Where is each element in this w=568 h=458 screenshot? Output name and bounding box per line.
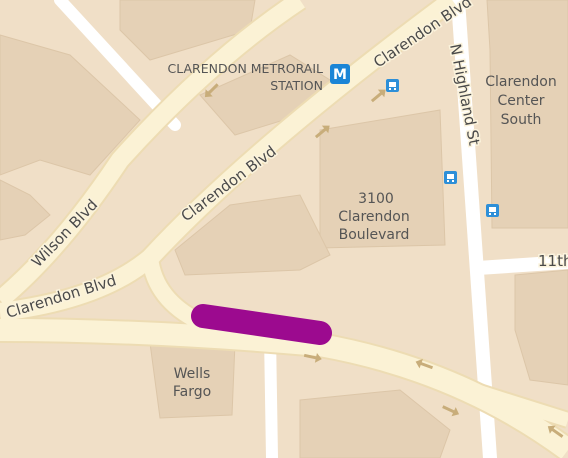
bus-stop-icon[interactable]	[386, 79, 399, 92]
building	[319, 109, 446, 249]
building	[0, 179, 51, 241]
road-clarendon-blvd-upper	[0, 0, 458, 321]
bus-stop-icon[interactable]	[486, 204, 499, 217]
road-ramp	[317, 333, 568, 427]
clarendon-center-label-line2: Center	[497, 93, 544, 109]
clarendon-center-label-line3: South	[501, 112, 542, 128]
clarendon-center-label-line1: Clarendon	[485, 74, 557, 90]
building-3100-label-line2: Clarendon	[338, 209, 410, 225]
one-way-arrow-icon	[370, 89, 386, 103]
one-way-arrow-icon	[314, 125, 330, 139]
metro-icon-letter: M	[333, 67, 347, 83]
one-way-arrow-icon	[303, 352, 322, 363]
metro-station-label-line2: STATION	[270, 78, 323, 93]
road-wilson-blvd	[0, 0, 305, 307]
wells-fargo-label-line1: Wells	[174, 366, 211, 382]
minor-road-11th	[471, 255, 568, 275]
one-way-arrow-icon	[204, 83, 219, 98]
minor-road-highland	[451, 0, 497, 458]
one-way-arrow-icon	[442, 405, 460, 417]
building	[0, 34, 141, 176]
route-segment[interactable]	[191, 304, 332, 345]
metro-station-icon[interactable]: M	[330, 64, 350, 84]
building	[486, 0, 568, 229]
one-way-arrow-icon	[547, 425, 564, 438]
wells-fargo-label-line2: Fargo	[173, 384, 211, 400]
building	[514, 269, 568, 386]
building	[119, 0, 256, 61]
building	[174, 194, 331, 276]
one-way-arrow-icon	[415, 358, 434, 370]
minor-road	[54, 0, 181, 131]
bus-stop-icon[interactable]	[444, 171, 457, 184]
minor-road	[264, 329, 278, 458]
building	[299, 389, 451, 458]
minor-roads	[54, 0, 568, 458]
one-way-arrows	[204, 83, 564, 438]
metro-station-label-line1: CLARENDON METRORAIL	[168, 61, 324, 76]
road-label-11th: 11th	[538, 252, 568, 270]
building-3100-label-line3: Boulevard	[339, 227, 410, 243]
building-3100-label-line1: 3100	[358, 191, 394, 207]
